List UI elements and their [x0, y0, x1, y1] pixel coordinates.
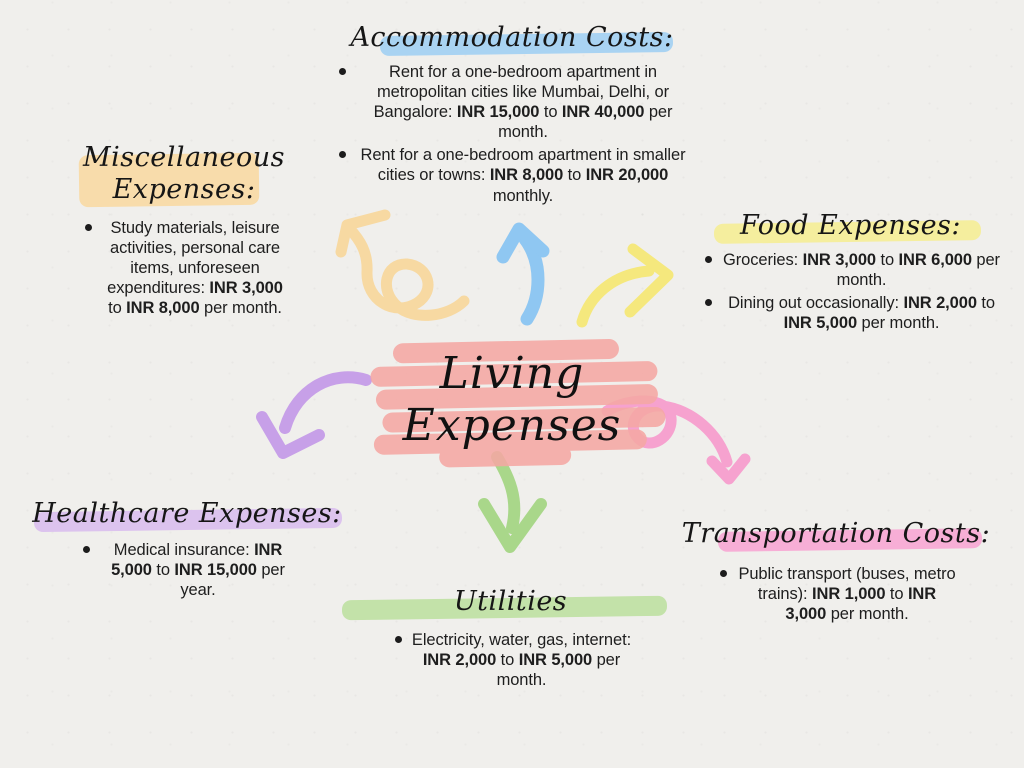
- miscellaneous-title: Miscellaneous Expenses:: [40, 142, 328, 206]
- food-title-highlight: Food Expenses:: [739, 210, 961, 241]
- bullet-list: Study materials, leisure activities, per…: [80, 218, 288, 322]
- bullet-list: Rent for a one-bedroom apartment in metr…: [334, 62, 690, 209]
- node-utilities: Utilities Electricity, water, gas, inter…: [348, 586, 673, 693]
- accommodation-title-highlight: Accommodation Costs:: [350, 22, 674, 53]
- node-healthcare: Healthcare Expenses: Medical insurance: …: [16, 498, 358, 603]
- arrow-food-icon: [576, 243, 674, 328]
- node-transportation: Transportation Costs: Public transport (…: [650, 518, 1022, 627]
- transportation-title-highlight: Transportation Costs:: [681, 518, 991, 549]
- arrow-healthcare-icon: [256, 371, 372, 459]
- bullet-item: Study materials, leisure activities, per…: [80, 218, 288, 322]
- central-topic-line1: Living: [439, 348, 585, 400]
- healthcare-title: Healthcare Expenses:: [16, 498, 358, 530]
- node-food: Food Expenses: Groceries: INR 3,000 to I…: [688, 210, 1013, 336]
- food-title: Food Expenses:: [688, 210, 1013, 242]
- bullet-item: Dining out occasionally: INR 2,000 to IN…: [700, 293, 1002, 336]
- bullet-item: Rent for a one-bedroom apartment in smal…: [334, 145, 690, 208]
- arrow-miscellaneous-icon: [335, 209, 470, 321]
- node-miscellaneous: Miscellaneous Expenses: Study materials,…: [40, 142, 328, 321]
- utilities-title: Utilities: [348, 586, 673, 618]
- bullet-item: Rent for a one-bedroom apartment in metr…: [334, 62, 690, 146]
- bullet-item: Medical insurance: INR 5,000 to INR 15,0…: [78, 540, 296, 603]
- accommodation-title: Accommodation Costs:: [312, 22, 712, 54]
- utilities-title-highlight: Utilities: [453, 586, 568, 617]
- central-topic: Living Expenses: [352, 330, 672, 470]
- arrow-utilities-icon: [478, 451, 547, 553]
- bullet-item: Groceries: INR 3,000 to INR 6,000 per mo…: [700, 250, 1002, 293]
- healthcare-title-highlight: Healthcare Expenses:: [32, 498, 342, 529]
- transportation-title: Transportation Costs:: [650, 518, 1022, 550]
- bullet-list: Public transport (buses, metro trains): …: [715, 564, 957, 627]
- bullet-item: Electricity, water, gas, internet: INR 2…: [390, 630, 632, 693]
- central-topic-line2: Expenses: [402, 400, 622, 451]
- miscellaneous-title-highlight: Miscellaneous Expenses:: [83, 142, 285, 205]
- bullet-list: Groceries: INR 3,000 to INR 6,000 per mo…: [700, 250, 1002, 337]
- center-scribble-highlight: [370, 338, 666, 468]
- arrow-accommodation-icon: [496, 222, 550, 326]
- bullet-item: Public transport (buses, metro trains): …: [715, 564, 957, 627]
- bullet-list: Medical insurance: INR 5,000 to INR 15,0…: [78, 540, 296, 603]
- node-accommodation: Accommodation Costs: Rent for a one-bedr…: [312, 22, 712, 209]
- bullet-list: Electricity, water, gas, internet: INR 2…: [390, 630, 632, 693]
